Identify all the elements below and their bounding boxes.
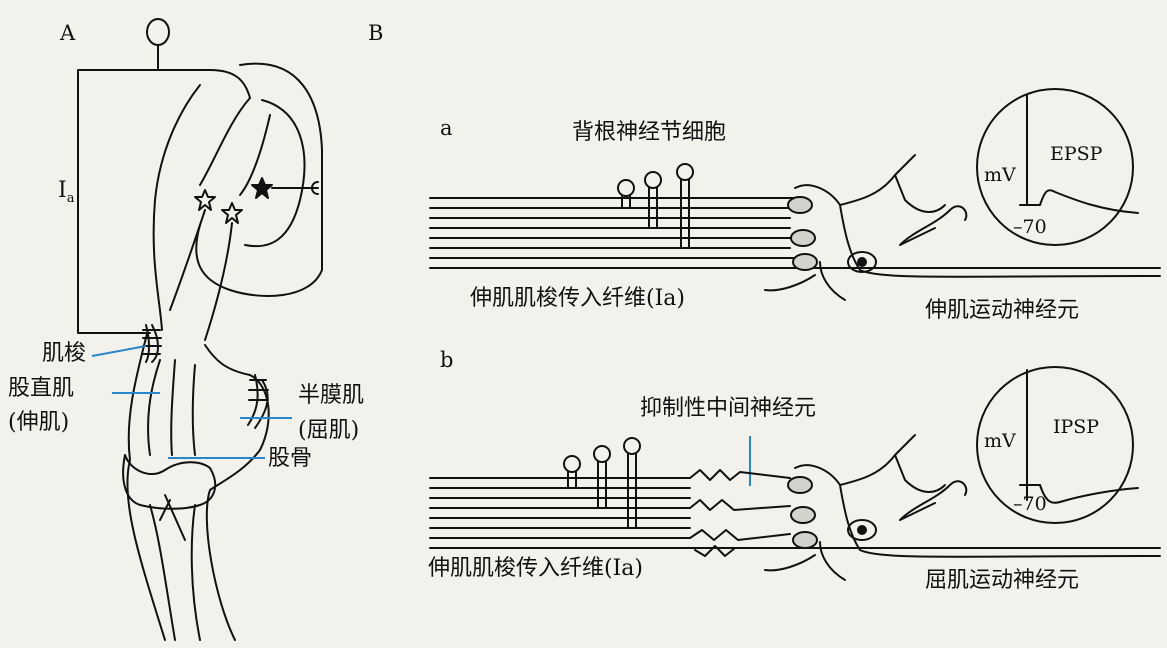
ganglion-cell-b3 [623, 437, 641, 455]
femur [170, 359, 196, 456]
ipsp-unit: mV [984, 430, 1016, 452]
afferent-label-a: 伸肌肌梭传入纤维(Ia) [470, 286, 685, 311]
epsp-baseline: –70 [1013, 216, 1047, 238]
ipsp-trace [1019, 484, 1139, 504]
afferent-label-b: 伸肌肌梭传入纤维(Ia) [428, 556, 643, 581]
femur-label: 股骨 [268, 446, 313, 471]
muscle-spindle-label: 肌梭 [42, 341, 87, 366]
panel-a-drawing [77, 18, 323, 641]
panel-ba-drawing [429, 88, 1161, 301]
spinal-cord [195, 62, 323, 297]
semimembranosus-note: (屈肌) [298, 418, 360, 443]
epsp-unit: mV [984, 164, 1016, 186]
flexor-motor-label: 屈肌运动神经元 [925, 568, 1080, 593]
sub-panel-a-letter: a [440, 116, 453, 140]
extensor-motor-neuron [764, 154, 1161, 301]
afferent-bundle-b [429, 477, 1161, 549]
leader-muscle-spindle [91, 345, 147, 357]
ganglion-cell-a3 [676, 163, 694, 181]
ipsp-name: IPSP [1053, 416, 1100, 438]
ia-label: Ia [58, 178, 75, 206]
ganglion-cell-b2 [593, 445, 611, 463]
ganglion-cell-a2 [644, 171, 662, 189]
semimembranosus-label: 半膜肌 [298, 383, 365, 408]
panel-b-letter: B [368, 21, 384, 45]
sub-panel-b-letter: b [440, 348, 454, 372]
rectus-femoris-note: (伸肌) [8, 410, 70, 435]
ganglion-cell [146, 18, 170, 46]
panel-a-letter: A [60, 21, 76, 45]
inhibitory-interneuron [689, 469, 791, 557]
extensor-motor-label: 伸肌运动神经元 [925, 298, 1080, 323]
ganglion-label: 背根神经节细胞 [572, 120, 727, 145]
ia-afferent-fiber [77, 44, 159, 334]
rectus-femoris [147, 359, 161, 456]
interneuron-label: 抑制性中间神经元 [640, 396, 817, 421]
ipsp-trace-circle [976, 366, 1134, 524]
epsp-name: EPSP [1050, 143, 1103, 165]
flexor-motor-neuron [764, 434, 1161, 581]
leader-lines [91, 345, 751, 486]
epsp-trace-circle [976, 88, 1134, 246]
afferent-bundle-a [429, 197, 1161, 269]
ganglion-cell-a1 [617, 179, 635, 197]
ipsp-baseline: –70 [1013, 493, 1047, 515]
epsp-trace [1019, 189, 1139, 214]
ganglion-cell-b1 [563, 455, 581, 473]
semimembranosus [247, 374, 269, 429]
thigh-outline [126, 329, 166, 641]
panel-bb-drawing [429, 366, 1161, 581]
rectus-femoris-label: 股直肌 [8, 376, 75, 401]
